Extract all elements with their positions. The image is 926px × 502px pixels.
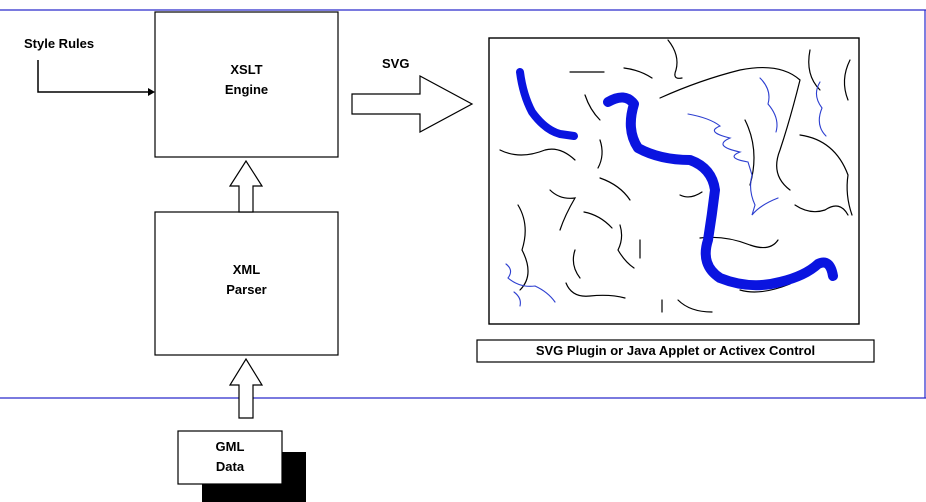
- xml-parser-title: XML Parser: [155, 260, 338, 300]
- xslt-engine-line2: Engine: [224, 82, 269, 97]
- xslt-engine-box: [154, 11, 339, 158]
- viewer-caption-box: [476, 339, 875, 363]
- gml-to-parser-arrow: [228, 357, 264, 419]
- map-streams: [505, 77, 827, 307]
- xslt-engine-line1: XSLT: [230, 62, 263, 77]
- svg-output-label: SVG: [382, 56, 410, 71]
- engine-to-viewer-arrow: [351, 74, 474, 134]
- gml-data-line2: Data: [215, 459, 245, 474]
- xslt-engine-title: XSLT Engine: [155, 60, 338, 100]
- river-left: [516, 68, 578, 140]
- viewer-caption: SVG Plugin or Java Applet or Activex Con…: [535, 343, 816, 358]
- gml-data-title: GML Data: [178, 437, 282, 477]
- parser-to-engine-arrow: [228, 159, 264, 213]
- xml-parser-line2: Parser: [226, 282, 267, 297]
- map-rivers: [516, 68, 838, 291]
- style-rules-label: Style Rules: [24, 36, 95, 51]
- river-main: [603, 92, 838, 291]
- gml-data-line1: GML: [215, 439, 245, 454]
- gml-data-box: [177, 430, 283, 485]
- style-rules-arrowhead: [148, 88, 155, 96]
- style-rules-arrow: [37, 60, 152, 93]
- xml-parser-line1: XML: [232, 262, 261, 277]
- viewer-window: [488, 37, 860, 325]
